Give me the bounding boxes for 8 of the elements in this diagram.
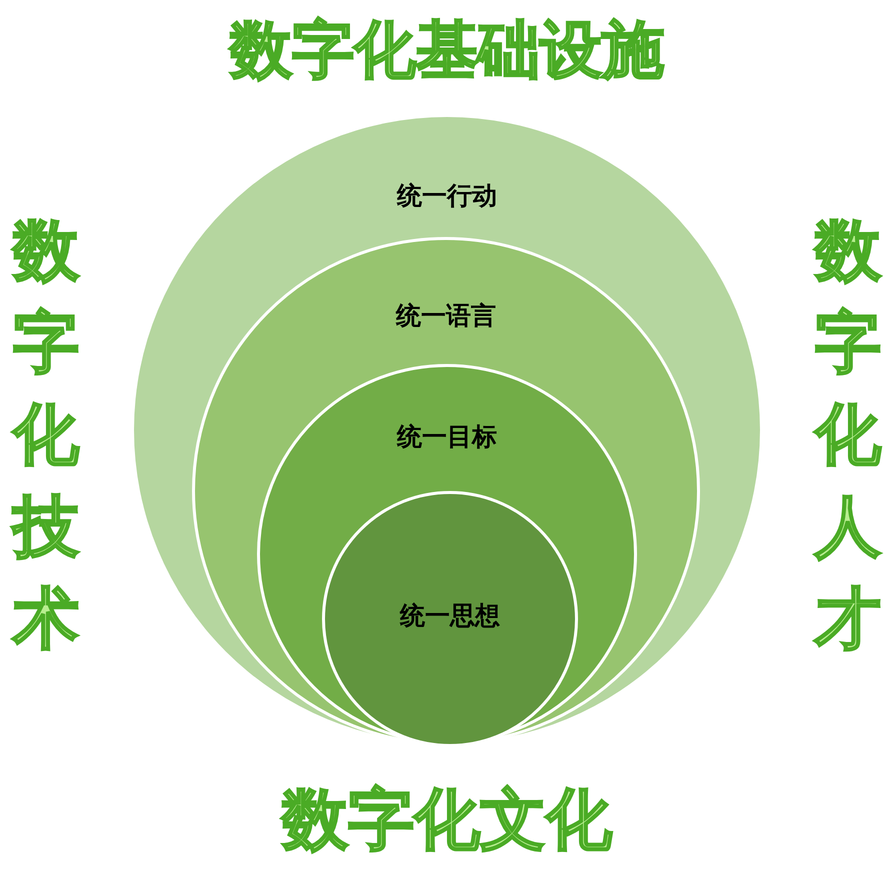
side-text: 数字化技术 (10, 211, 80, 659)
circle-label: 统一行动 (397, 180, 497, 212)
side-text: 数字化人才 (812, 211, 882, 659)
bottom-text: 数字化文化 (280, 780, 614, 860)
title-text: 数字化基础设施 (228, 12, 665, 88)
circle-label: 统一语言 (396, 300, 496, 332)
circle-label: 统一思想 (400, 600, 500, 632)
circle-label: 统一目标 (397, 421, 497, 453)
